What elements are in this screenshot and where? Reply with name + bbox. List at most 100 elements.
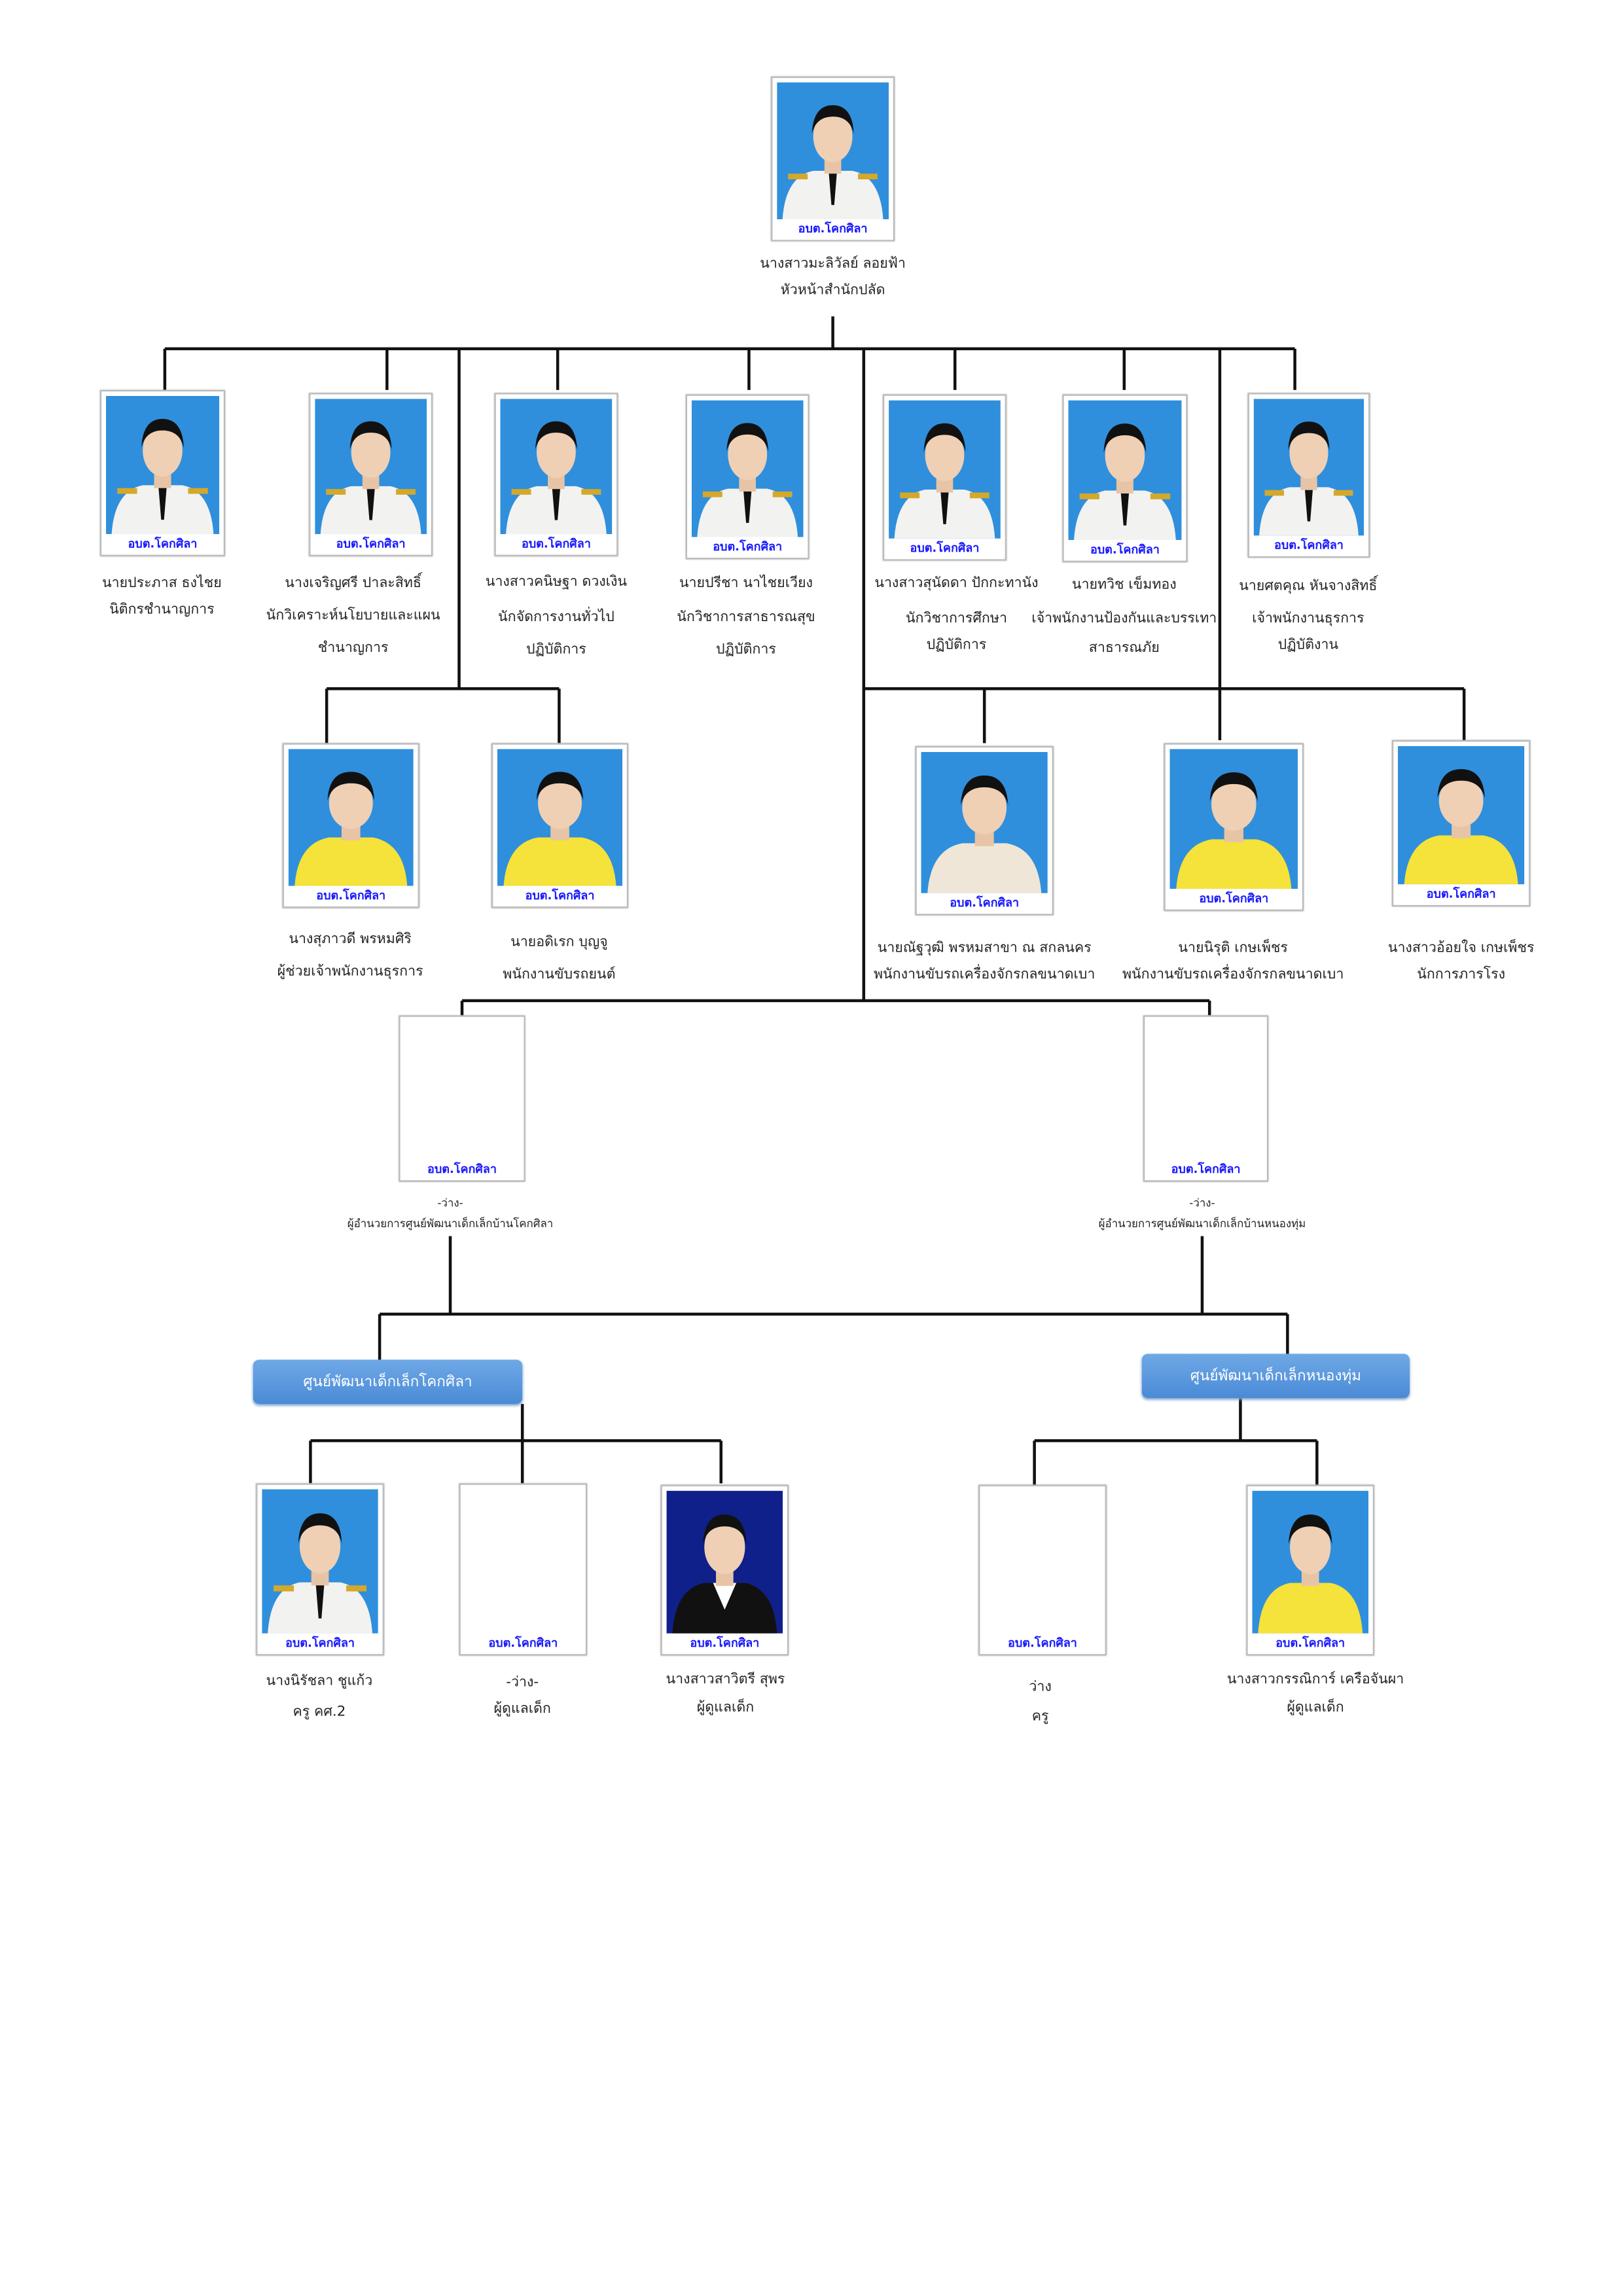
connector-line	[380, 1313, 1288, 1316]
org-label: อบต.โคกศิลา	[427, 1162, 497, 1176]
person-position: ชำนาญการ	[317, 640, 389, 656]
staff-photo-card: อบต.โคกศิลา	[309, 393, 433, 556]
person-position: ผู้อำนวยการศูนย์พัฒนาเด็กเล็กบ้านหนองทุ่…	[1098, 1217, 1306, 1230]
org-label: อบต.โคกศิลา	[1199, 891, 1269, 905]
connector-line	[385, 348, 388, 390]
person-position: ผู้ช่วยเจ้าพนักงานธุรการ	[277, 963, 423, 980]
staff-photo-card: อบต.โคกศิลา	[1062, 394, 1188, 562]
connector-line	[458, 348, 461, 689]
org-label: อบต.โคกศิลา	[1008, 1636, 1077, 1650]
person-position: พนักงานขับรถยนต์	[503, 967, 616, 983]
org-label: อบต.โคกศิลา	[1171, 1162, 1241, 1176]
staff-photo-card: อบต.โคกศิลา	[256, 1483, 384, 1656]
person-position: ผู้ดูแลเด็ก	[1287, 1699, 1344, 1716]
person-name: นางเจริญศรี ปาละสิทธิ์	[285, 575, 421, 592]
person-position: ครู	[1031, 1708, 1049, 1725]
staff-photo-card: อบต.โคกศิลา	[1164, 743, 1304, 911]
person-position: นักจัดการงานทั่วไป	[498, 609, 615, 626]
connector-line	[863, 348, 865, 1001]
person-name: ว่าง	[1029, 1679, 1052, 1696]
person-position: ปฏิบัติการ	[526, 641, 586, 658]
staff-photo-card: อบต.โคกศิลา	[491, 743, 629, 908]
connector-line	[1034, 1439, 1317, 1442]
org-label: อบต.โคกศิลา	[713, 540, 783, 554]
org-label: อบต.โคกศิลา	[798, 222, 868, 236]
head-photo-card: อบต.โคกศิลา	[771, 76, 895, 242]
org-label: อบต.โคกศิลา	[336, 537, 406, 550]
staff-photo-card: อบต.โคกศิลา	[1247, 393, 1370, 558]
connector-line	[164, 348, 1295, 350]
connector-line	[1286, 1314, 1289, 1354]
person-position: ปฏิบัติงาน	[1277, 637, 1339, 654]
org-label: อบต.โคกศิลา	[910, 541, 980, 555]
connector-line	[1294, 348, 1296, 390]
photo	[262, 1489, 378, 1634]
unit-box: ศูนย์พัฒนาเด็กเล็กหนองทุ่ม	[1141, 1354, 1410, 1398]
org-label: อบต.โคกศิลา	[525, 889, 595, 903]
connector-line	[720, 1441, 722, 1484]
photo	[288, 749, 414, 886]
connector-line	[863, 687, 1465, 690]
person-position: สาธารณภัย	[1088, 640, 1160, 656]
org-label: อบต.โคกศิลา	[128, 537, 198, 550]
person-name: นางสาวคนิษฐา ดวงเงิน	[485, 573, 628, 590]
photo	[921, 751, 1048, 893]
staff-photo-card: อบต.โคกศิลา	[99, 389, 226, 556]
person-name: นายปรีชา นาไชยเวียง	[679, 575, 813, 592]
person-name: นางสาวสุนัดดา ปักกะทานัง	[874, 575, 1039, 592]
connector-line	[310, 1441, 312, 1484]
staff-photo-card: อบต.โคกศิลา	[282, 743, 419, 908]
person-name: นายประภาส ธงไชย	[101, 575, 222, 592]
photo	[497, 749, 623, 886]
photo	[500, 399, 613, 535]
person-position: เจ้าพนักงานธุรการ	[1252, 611, 1364, 627]
org-label: อบต.โคกศิลา	[950, 896, 1020, 910]
connector-line	[1219, 348, 1221, 740]
connector-line	[983, 689, 986, 744]
person-position: นักการภารโรง	[1417, 967, 1506, 983]
photo	[315, 399, 427, 535]
person-name: นายศตคุณ หันจางสิทธิ์	[1239, 578, 1378, 595]
connector-line	[164, 348, 166, 390]
person-name: -ว่าง-	[506, 1674, 539, 1691]
staff-photo-card: อบต.โคกศิลา	[978, 1484, 1107, 1656]
org-label: อบต.โคกศิลา	[1274, 538, 1344, 552]
connector-line	[1201, 1236, 1204, 1314]
person-position: ผู้ดูแลเด็ก	[696, 1699, 755, 1716]
person-position: ปฏิบัติการ	[926, 637, 987, 654]
connector-line	[1033, 1441, 1036, 1486]
photo	[465, 1489, 581, 1633]
connector-line	[449, 1236, 452, 1314]
staff-photo-card: อบต.โคกศิลา	[1391, 740, 1531, 907]
person-position: นักวิชาการศึกษา	[905, 611, 1007, 627]
org-label: อบต.โคกศิลา	[690, 1636, 760, 1650]
person-name: นายอดิเรก บุญจู	[510, 934, 608, 951]
person-name: นางสาวสาวิตรี สุพร	[666, 1672, 785, 1688]
photo	[1149, 1021, 1262, 1159]
vacant-photo-card: อบต.โคกศิลา	[399, 1015, 526, 1182]
person-name: นายทวิช เข็มทอง	[1071, 577, 1177, 594]
unit-box: ศูนย์พัฒนาเด็กเล็กโคกศิลา	[253, 1359, 523, 1404]
person-name: นางสุภาวดี พรหมศิริ	[289, 931, 412, 948]
connector-line	[556, 348, 559, 390]
person-position: พนักงานขับรถเครื่องจักรกลขนาดเบา	[1122, 967, 1344, 983]
connector-line	[521, 1403, 524, 1441]
photo	[1068, 400, 1182, 541]
staff-photo-card: อบต.โคกศิลา	[459, 1483, 588, 1656]
vacant-photo-card: อบต.โคกศิลา	[1143, 1015, 1269, 1182]
connector-line	[832, 316, 834, 349]
photo	[1169, 749, 1298, 889]
org-label: อบต.โคกศิลา	[488, 1636, 558, 1650]
connector-line	[954, 348, 956, 390]
connector-line	[461, 999, 1210, 1002]
person-position: เจ้าพนักงานป้องกันและบรรเทา	[1031, 611, 1217, 627]
person-name: -ว่าง-	[437, 1196, 463, 1210]
connector-line	[1208, 1000, 1211, 1016]
staff-photo-card: อบต.โคกศิลา	[494, 393, 618, 556]
person-position: พนักงานขับรถเครื่องจักรกลขนาดเบา	[873, 967, 1096, 983]
org-label: อบต.โคกศิลา	[1090, 543, 1160, 556]
photo	[691, 400, 804, 537]
photo	[666, 1490, 783, 1634]
staff-photo-card: อบต.โคกศิลา	[883, 394, 1007, 561]
person-name: -ว่าง-	[1189, 1196, 1215, 1210]
